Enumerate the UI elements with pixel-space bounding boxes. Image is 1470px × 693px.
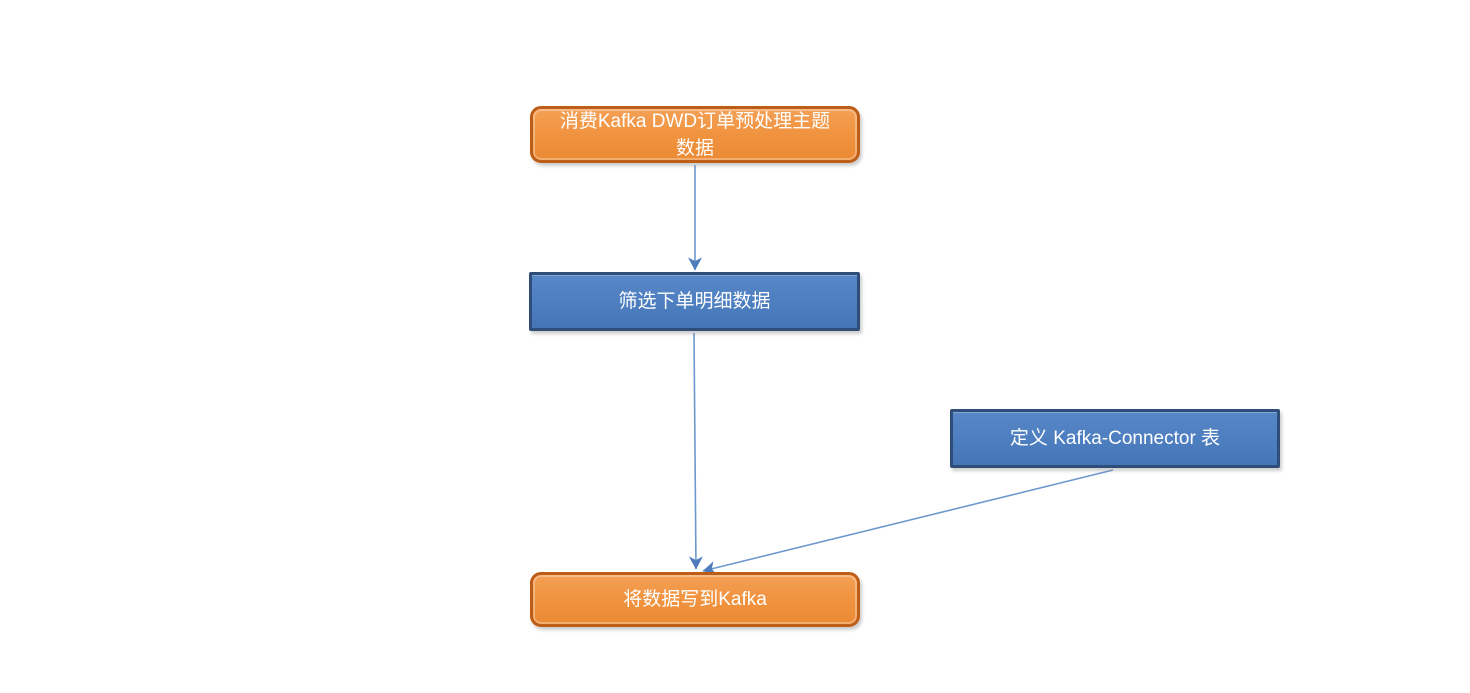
node-label: 消费Kafka DWD订单预处理主题数据 (559, 110, 831, 159)
arrow-filter-to-write (688, 332, 703, 570)
arrow-define-to-write (702, 469, 1114, 575)
node-label: 将数据写到Kafka (623, 589, 767, 610)
flowchart-node-consume-kafka: 消费Kafka DWD订单预处理主题数据 (530, 106, 860, 163)
node-label: 定义 Kafka-Connector 表 (1009, 428, 1221, 449)
flowchart-node-define-connector: 定义 Kafka-Connector 表 (950, 409, 1280, 468)
flowchart-node-filter-orders: 筛选下单明细数据 (529, 272, 860, 331)
flowchart-node-write-kafka: 将数据写到Kafka (530, 572, 860, 627)
node-label: 筛选下单明细数据 (618, 291, 771, 312)
